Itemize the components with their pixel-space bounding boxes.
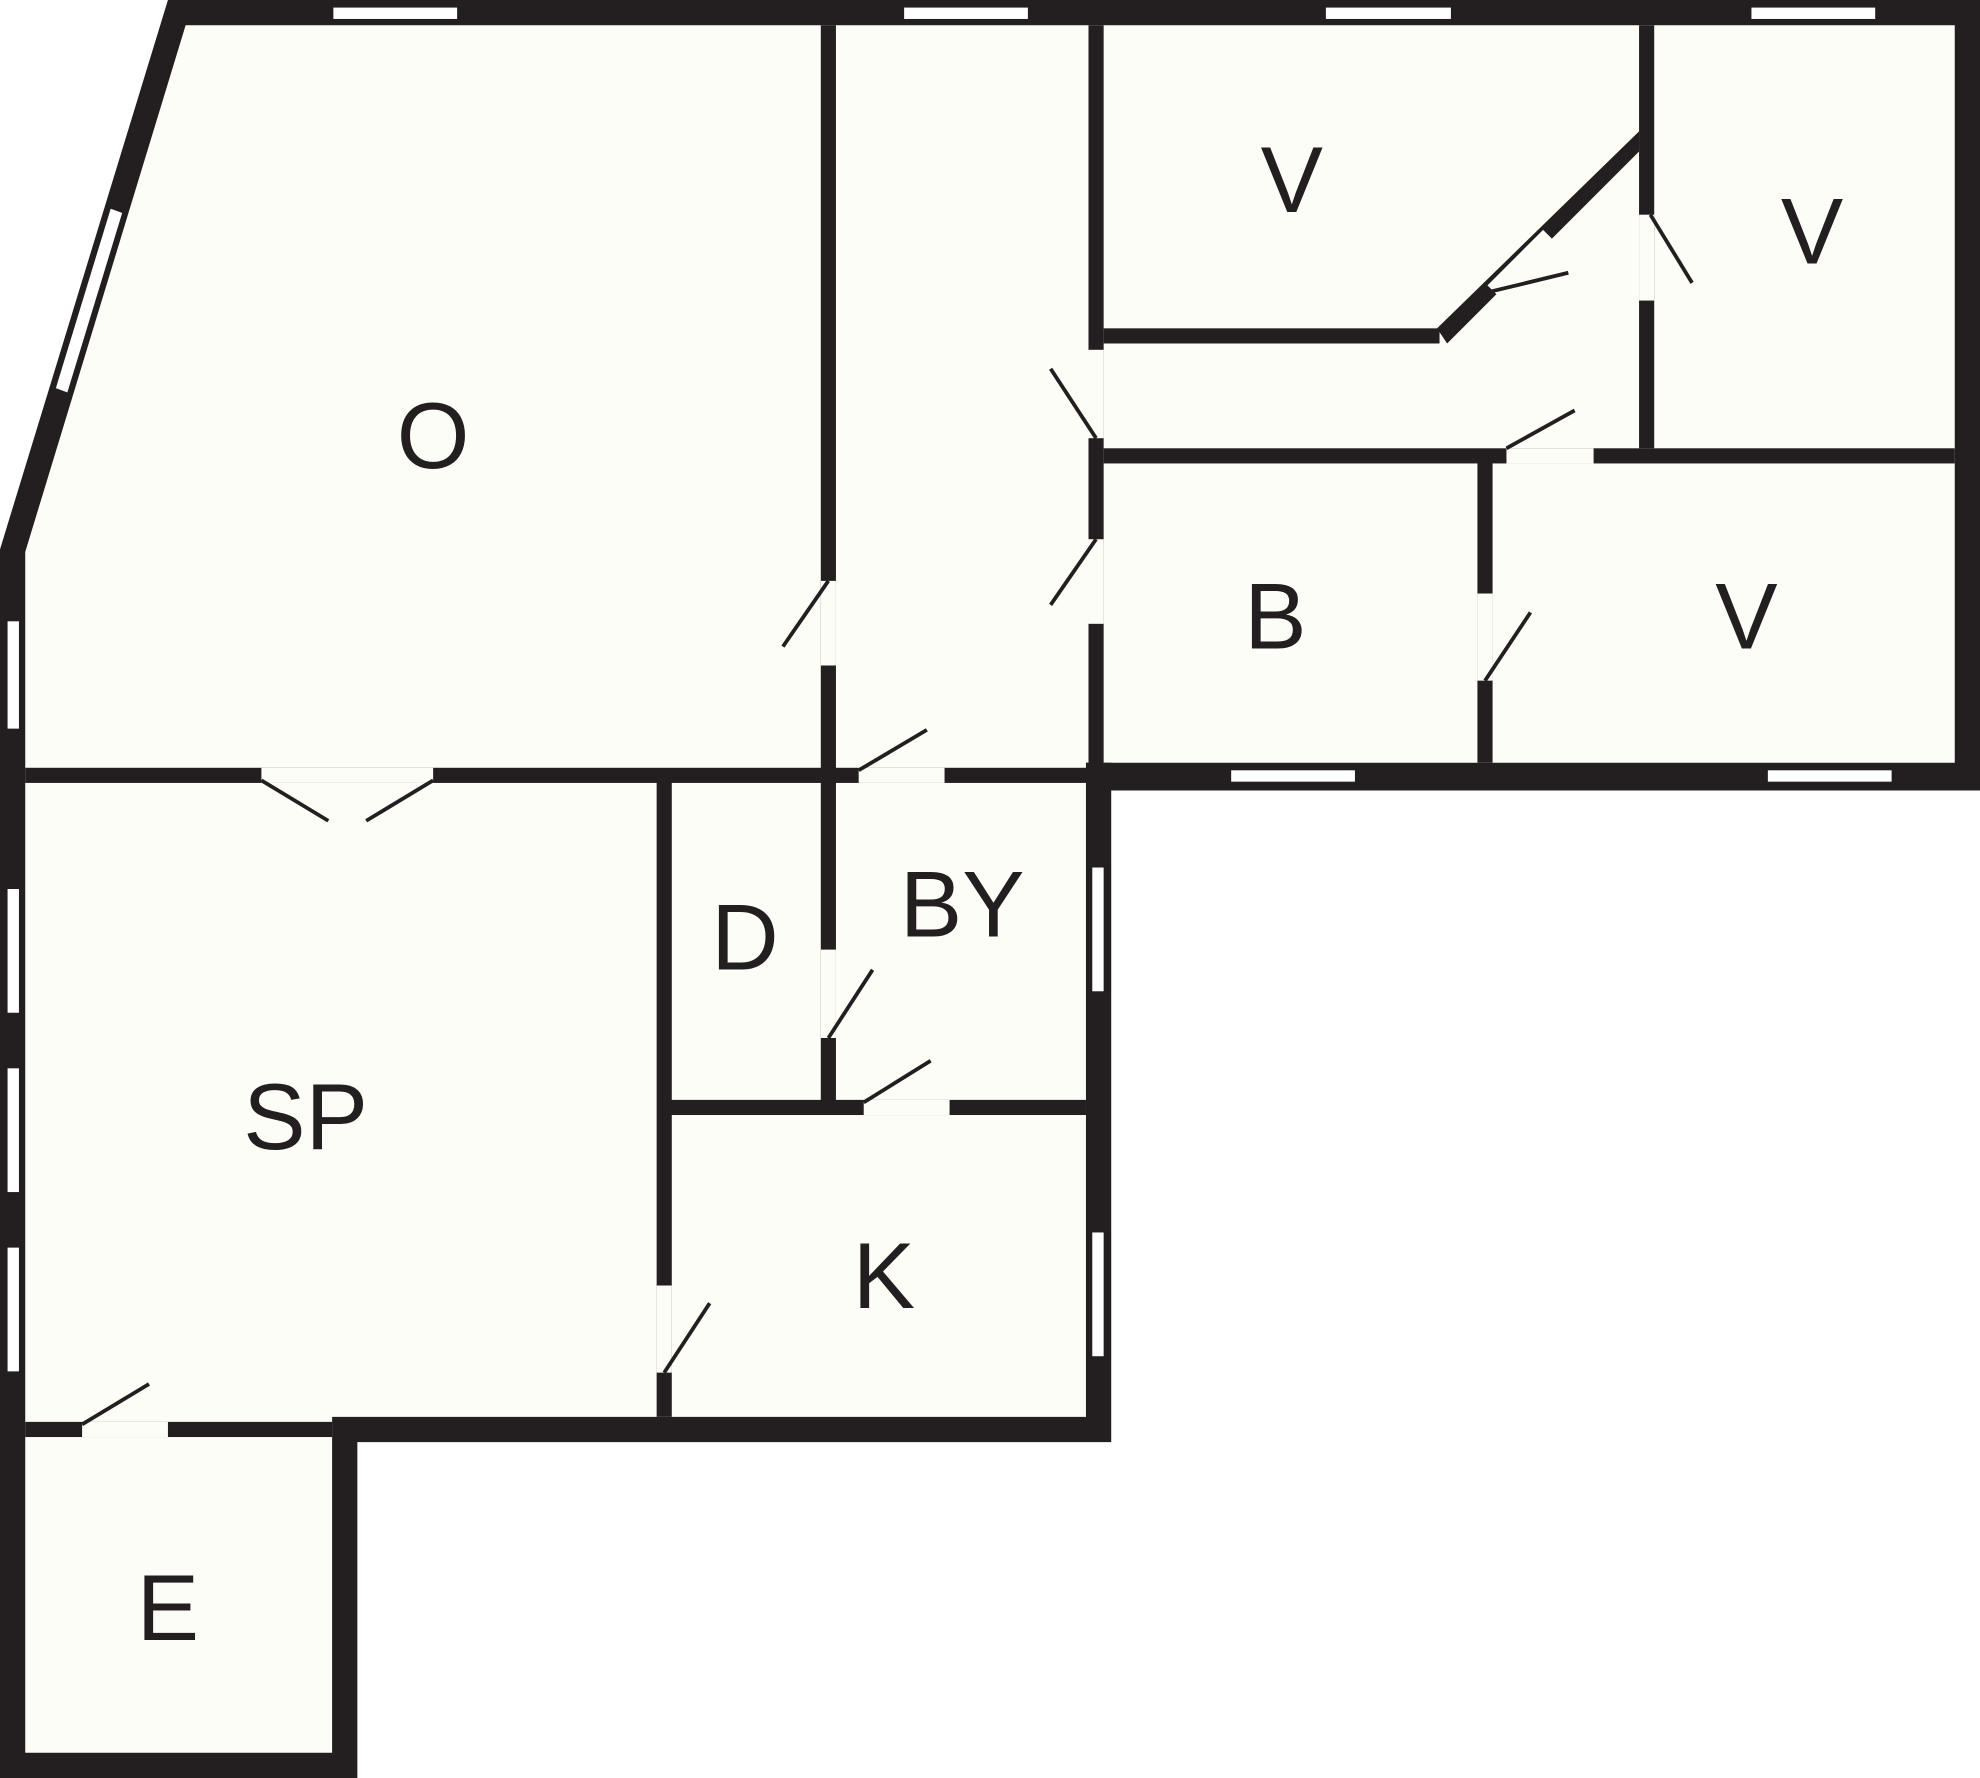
windows bbox=[5, 5, 1895, 1374]
room-label-e: E bbox=[137, 1555, 199, 1660]
room-label-v-top-right: V bbox=[1781, 179, 1843, 284]
room-label-v-top: V bbox=[1261, 127, 1323, 232]
room-label-b: B bbox=[1244, 564, 1306, 669]
room-label-o: O bbox=[397, 383, 470, 488]
room-label-sp: SP bbox=[243, 1064, 368, 1169]
room-label-v-right: V bbox=[1715, 564, 1777, 669]
room-label-k: K bbox=[853, 1223, 915, 1328]
door-openings bbox=[82, 214, 1655, 1438]
room-label-d: D bbox=[711, 884, 778, 989]
door-swings bbox=[81, 213, 1694, 1427]
room-label-by: BY bbox=[900, 852, 1025, 957]
